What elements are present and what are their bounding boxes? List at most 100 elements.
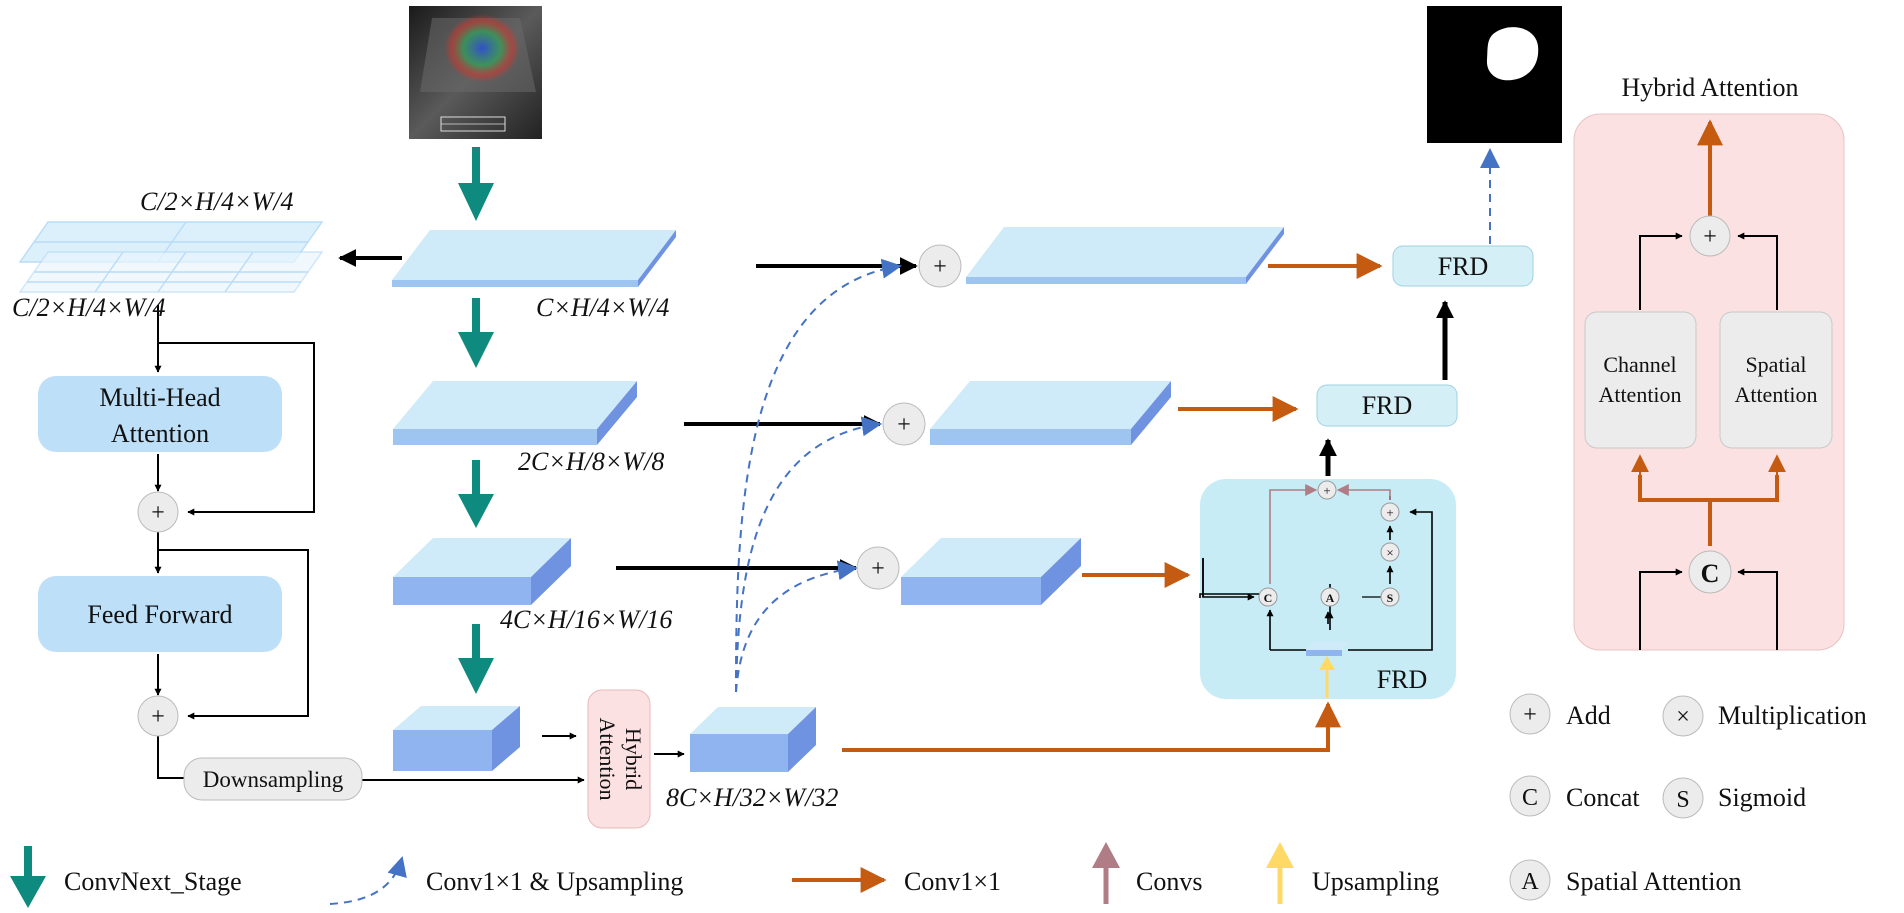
frd-inner-add-top: + — [1317, 480, 1337, 500]
add-node-dec1: + — [918, 244, 962, 288]
svg-text:+: + — [151, 704, 165, 730]
feed-forward-label: Feed Forward — [87, 600, 232, 629]
frd-inner-add-right: + — [1380, 502, 1400, 522]
legend-convs: Convs — [1092, 842, 1202, 904]
legend-conv-upsampling: Conv1×1 & Upsampling — [329, 856, 683, 905]
legend-conv1x1-label: Conv1×1 — [904, 867, 1001, 896]
decoder-slab-3 — [901, 538, 1081, 605]
hybrid-panel-concat-node: C — [1688, 550, 1732, 594]
frd-flow-arrows — [1319, 300, 1454, 476]
hybrid-attention-panel: Hybrid Attention Channel Attention Spati… — [1573, 73, 1845, 651]
frd-top-label: FRD — [1438, 252, 1489, 281]
spatial-attention-box: Spatial Attention — [1719, 311, 1833, 449]
legend-sigmoid: S Sigmoid — [1662, 777, 1806, 819]
svg-text:+: + — [1703, 224, 1717, 250]
svg-text:+: + — [933, 254, 947, 280]
hybrid-block-line1: Hybrid — [621, 728, 646, 790]
feature-slab-stage2 — [393, 381, 637, 445]
legend-add: + Add — [1509, 693, 1611, 735]
spatial-attention-line1: Spatial — [1745, 352, 1806, 377]
hybrid-panel-add-node: + — [1689, 215, 1731, 257]
frd-inner-sigmoid: S — [1380, 587, 1400, 607]
legend-concat-label: Concat — [1566, 783, 1640, 812]
frd-inner-spatial-attention: A — [1320, 587, 1340, 607]
hybrid-attention-block: Hybrid Attention — [587, 689, 651, 829]
feature-slab-stage3 — [393, 538, 571, 605]
symbol-legend: + Add × Multiplication C Concat S Sigmoi… — [1509, 693, 1867, 901]
channel-attention-line2: Attention — [1598, 382, 1681, 407]
arrow-legend: ConvNext_Stage Conv1×1 & Upsampling Conv… — [10, 842, 1439, 908]
dim-stage3: 4C×H/16×W/16 — [500, 605, 672, 634]
mha-label-line2: Attention — [111, 419, 209, 448]
decoder-slab-1 — [966, 227, 1284, 284]
add-node-dec2: + — [882, 402, 926, 446]
conv1x1-arrows — [842, 253, 1383, 752]
svg-text:C: C — [1264, 591, 1273, 605]
channel-attention-box: Channel Attention — [1584, 311, 1697, 449]
dim-stage4: 8C×H/32×W/32 — [666, 783, 838, 812]
hybrid-panel-title: Hybrid Attention — [1622, 73, 1799, 102]
svg-text:+: + — [151, 500, 165, 526]
dimension-labels: C/2×H/4×W/4 C/2×H/4×W/4 C×H/4×W/4 2C×H/8… — [12, 187, 838, 812]
svg-text:S: S — [1387, 591, 1394, 605]
split-feature-grid — [18, 221, 324, 293]
multi-head-attention-box: Multi-Head Attention — [38, 376, 282, 452]
svg-text:S: S — [1676, 787, 1689, 813]
frd-inner-concat: C — [1258, 587, 1278, 607]
legend-conv-upsampling-label: Conv1×1 & Upsampling — [426, 867, 683, 896]
svg-text:×: × — [1386, 545, 1393, 560]
frd-mid-label: FRD — [1362, 391, 1413, 420]
legend-upsampling: Upsampling — [1266, 842, 1439, 904]
legend-concat: C Concat — [1509, 775, 1640, 817]
svg-text:+: + — [1523, 702, 1537, 728]
output-segmentation-mask — [1427, 6, 1562, 143]
frd-upsample-slab — [1306, 642, 1350, 656]
frd-detail-block: + + × C A S FRD — [1199, 479, 1456, 699]
legend-spatial-attention-label: Spatial Attention — [1566, 867, 1742, 896]
input-ultrasound-image — [409, 6, 542, 139]
legend-upsampling-label: Upsampling — [1312, 867, 1439, 896]
svg-text:C: C — [1522, 785, 1538, 811]
channel-attention-line1: Channel — [1603, 352, 1676, 377]
add-node-mha: + — [137, 491, 179, 533]
frd-box-mid: FRD — [1316, 384, 1458, 427]
legend-multiplication: × Multiplication — [1662, 695, 1867, 737]
dim-stage1: C×H/4×W/4 — [536, 293, 669, 322]
frd-box-top: FRD — [1392, 245, 1534, 287]
svg-text:+: + — [1386, 505, 1393, 520]
svg-text:A: A — [1521, 869, 1539, 895]
decoder-slab-2 — [930, 381, 1171, 445]
add-node-dec3: + — [856, 546, 900, 590]
svg-text:A: A — [1326, 591, 1335, 605]
dim-stage2: 2C×H/8×W/8 — [518, 447, 664, 476]
downsampling-label: Downsampling — [203, 767, 344, 792]
dim-half-top: C/2×H/4×W/4 — [140, 187, 294, 216]
legend-sigmoid-label: Sigmoid — [1718, 783, 1806, 812]
svg-text:+: + — [897, 412, 911, 438]
svg-text:×: × — [1676, 704, 1690, 730]
svg-text:C: C — [1701, 559, 1720, 588]
feature-slab-bottleneck — [690, 707, 816, 772]
legend-convnext: ConvNext_Stage — [10, 846, 242, 908]
frd-detail-label: FRD — [1377, 665, 1428, 694]
add-node-ff: + — [137, 695, 179, 737]
legend-convnext-label: ConvNext_Stage — [64, 867, 242, 896]
mha-label-line1: Multi-Head — [99, 383, 220, 412]
svg-text:+: + — [871, 556, 885, 582]
downsampling-box: Downsampling — [183, 757, 363, 801]
convnext-stage-arrows — [458, 147, 494, 694]
legend-convs-label: Convs — [1136, 867, 1202, 896]
legend-add-label: Add — [1566, 701, 1611, 730]
conv-upsampling-curves — [735, 258, 902, 693]
frd-inner-multiply: × — [1380, 542, 1400, 562]
svg-text:+: + — [1323, 483, 1330, 498]
hybrid-block-line2: Attention — [595, 717, 620, 800]
feature-slab-stage1 — [392, 230, 676, 287]
feature-slab-stage4 — [393, 706, 520, 771]
legend-spatial-attention: A Spatial Attention — [1509, 859, 1742, 901]
dim-half-bottom: C/2×H/4×W/4 — [12, 293, 166, 322]
feed-forward-box: Feed Forward — [38, 576, 282, 652]
spatial-attention-line2: Attention — [1734, 382, 1817, 407]
legend-conv1x1: Conv1×1 — [792, 867, 1001, 896]
